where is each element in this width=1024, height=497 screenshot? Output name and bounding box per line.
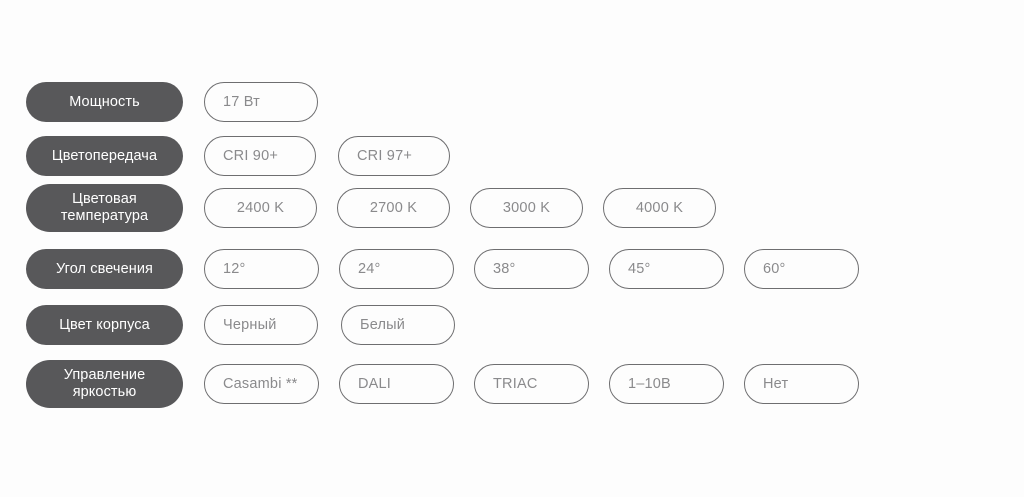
spec-row-label: Цветовая температура [26, 184, 183, 232]
spec-option-pill[interactable]: 3000 K [470, 188, 583, 228]
spec-option-pill[interactable]: 1–10В [609, 364, 724, 404]
spec-option-pill[interactable]: 38° [474, 249, 589, 289]
spec-row-label: Цвет корпуса [26, 305, 183, 345]
spec-option-pill[interactable]: CRI 97+ [338, 136, 450, 176]
spec-option-pill[interactable]: 2400 K [204, 188, 317, 228]
spec-option-pill[interactable]: Нет [744, 364, 859, 404]
spec-option-pill[interactable]: 17 Вт [204, 82, 318, 122]
spec-row: Угол свечения 12° 24° 38° 45° 60° [26, 247, 859, 291]
spec-option-group: CRI 90+ CRI 97+ [204, 136, 450, 176]
spec-option-pill[interactable]: 24° [339, 249, 454, 289]
spec-row-label: Мощность [26, 82, 183, 122]
spec-option-pill[interactable]: 45° [609, 249, 724, 289]
spec-row: Цвет корпуса Черный Белый [26, 303, 455, 347]
spec-row: Управление яркостью Casambi ** DALI TRIAC 1–… [26, 360, 859, 408]
spec-option-group: 17 Вт [204, 82, 318, 122]
spec-row: Цветопередача CRI 90+ CRI 97+ [26, 134, 450, 178]
spec-row-label: Цветопередача [26, 136, 183, 176]
spec-option-group: Черный Белый [204, 305, 455, 345]
spec-row-label: Управление яркостью [26, 360, 183, 408]
spec-row: Мощность 17 Вт [26, 80, 318, 124]
spec-option-pill[interactable]: 12° [204, 249, 319, 289]
spec-option-pill[interactable]: Casambi ** [204, 364, 319, 404]
spec-option-pill[interactable]: 4000 K [603, 188, 716, 228]
spec-row: Цветовая температура 2400 K 2700 K 3000 K 40… [26, 184, 716, 232]
spec-option-pill[interactable]: 60° [744, 249, 859, 289]
spec-option-pill[interactable]: TRIAC [474, 364, 589, 404]
spec-row-label: Угол свечения [26, 249, 183, 289]
spec-option-group: 2400 K 2700 K 3000 K 4000 K [204, 188, 716, 228]
spec-option-group: 12° 24° 38° 45° 60° [204, 249, 859, 289]
spec-option-pill[interactable]: CRI 90+ [204, 136, 316, 176]
spec-option-pill[interactable]: 2700 K [337, 188, 450, 228]
spec-option-pill[interactable]: DALI [339, 364, 454, 404]
spec-option-pill[interactable]: Черный [204, 305, 318, 345]
spec-option-group: Casambi ** DALI TRIAC 1–10В Нет [204, 364, 859, 404]
spec-option-pill[interactable]: Белый [341, 305, 455, 345]
